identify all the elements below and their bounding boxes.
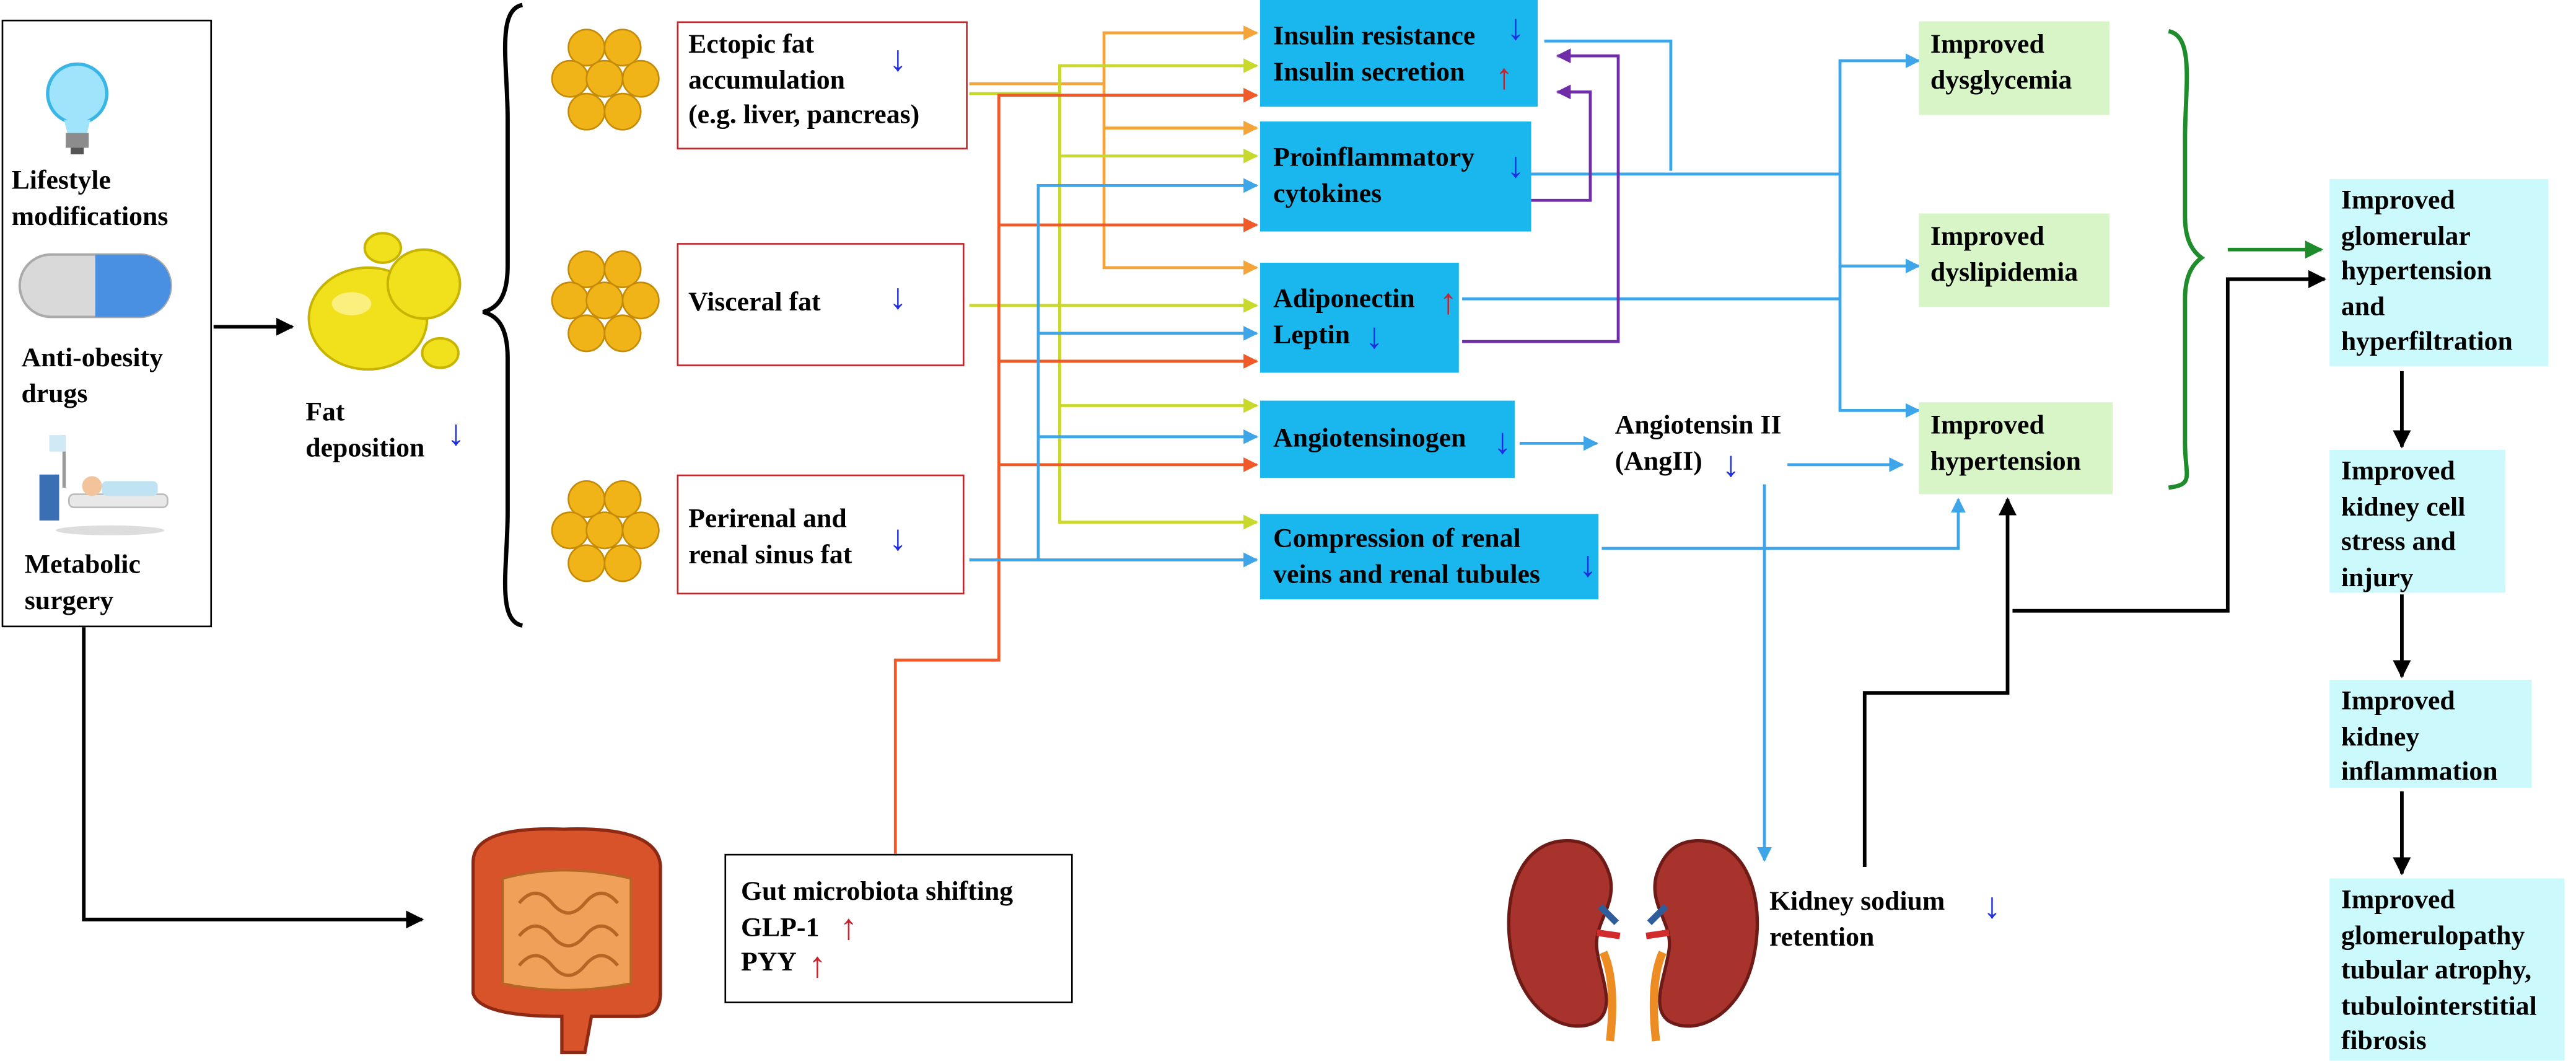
decrease-indicator: ↓ [1493,420,1512,462]
decrease-indicator: ↓ [1579,543,1597,585]
proinflammatory-cytokines-box: Proinflammatory cytokines ↓ [1260,121,1531,232]
improved-kidney-inflammation-box: Improved kidney inflammation [2329,679,2532,788]
metabolic-surgery-label: Metabolic surgery [24,548,141,615]
gut-microbiota-box: Gut microbiota shifting GLP-1 PYY ↑ ↑ [724,853,1073,1003]
interventions-box: Lifestyle modifications Anti-obesity dru… [1,19,212,628]
fat-cells-icon [551,250,660,353]
decrease-indicator: ↓ [1982,885,2001,926]
fat-cells-icon [551,29,660,131]
fat-cells-icon [551,480,660,583]
perirenal-fat-box: Perirenal and renal sinus fat ↓ [677,474,965,595]
decrease-indicator: ↓ [1506,144,1525,186]
ectopic-fat-box: Ectopic fat accumulation (e.g. liver, pa… [677,21,968,150]
fat-deposition-label: Fat deposition ↓ [305,395,465,462]
improved-dysglycemia-box: Improved dysglycemia [1919,21,2109,115]
increase-indicator: ↑ [1495,56,1514,97]
increase-indicator: ↑ [808,944,826,985]
renal-compression-box: Compression of renal veins and renal tub… [1260,514,1599,600]
kidney-sodium-retention-label: Kidney sodium retention ↓ [1769,885,2001,952]
brace-left [482,2,524,628]
insulin-box: Insulin resistance Insulin secretion ↓ ↑ [1260,0,1538,107]
intestine-icon [471,827,662,1055]
kidneys-icon [1507,838,1759,1042]
decrease-indicator: ↓ [888,37,907,79]
adiponectin-leptin-box: Adiponectin Leptin ↑ ↓ [1260,262,1459,373]
decrease-indicator: ↓ [1722,443,1740,485]
angiotensinogen-box: Angiotensinogen ↓ [1260,400,1515,478]
anti-obesity-drugs-label: Anti-obesity drugs [21,341,163,408]
improved-dyslipidemia-box: Improved dyslipidemia [1919,213,2109,307]
angiotensin-ii-label: Angiotensin II (AngII) ↓ [1614,408,1782,485]
improved-glomerular-hypertension-box: Improved glomerular hypertension and hyp… [2329,178,2548,366]
fat-droplets-icon [307,232,462,371]
decrease-indicator: ↓ [888,276,907,317]
improved-kidney-cell-stress-box: Improved kidney cell stress and injury [2329,450,2505,593]
increase-indicator: ↑ [1439,281,1458,322]
decrease-indicator: ↓ [1506,6,1525,48]
decrease-indicator: ↓ [447,412,465,454]
increase-indicator: ↑ [839,906,858,947]
decrease-indicator: ↓ [1365,315,1383,356]
improved-glomerulopathy-box: Improved glomerulopathy tubular atrophy,… [2329,878,2565,1061]
decrease-indicator: ↓ [888,517,907,558]
lifestyle-modifications-label: Lifestyle modifications [11,164,169,231]
visceral-fat-box: Visceral fat ↓ [677,243,965,366]
improved-hypertension-box: Improved hypertension [1919,402,2113,495]
light-bulb-icon [46,62,109,155]
capsule-icon [18,253,172,319]
brace-right [2168,29,2206,490]
hospital-bed-icon [39,435,169,535]
